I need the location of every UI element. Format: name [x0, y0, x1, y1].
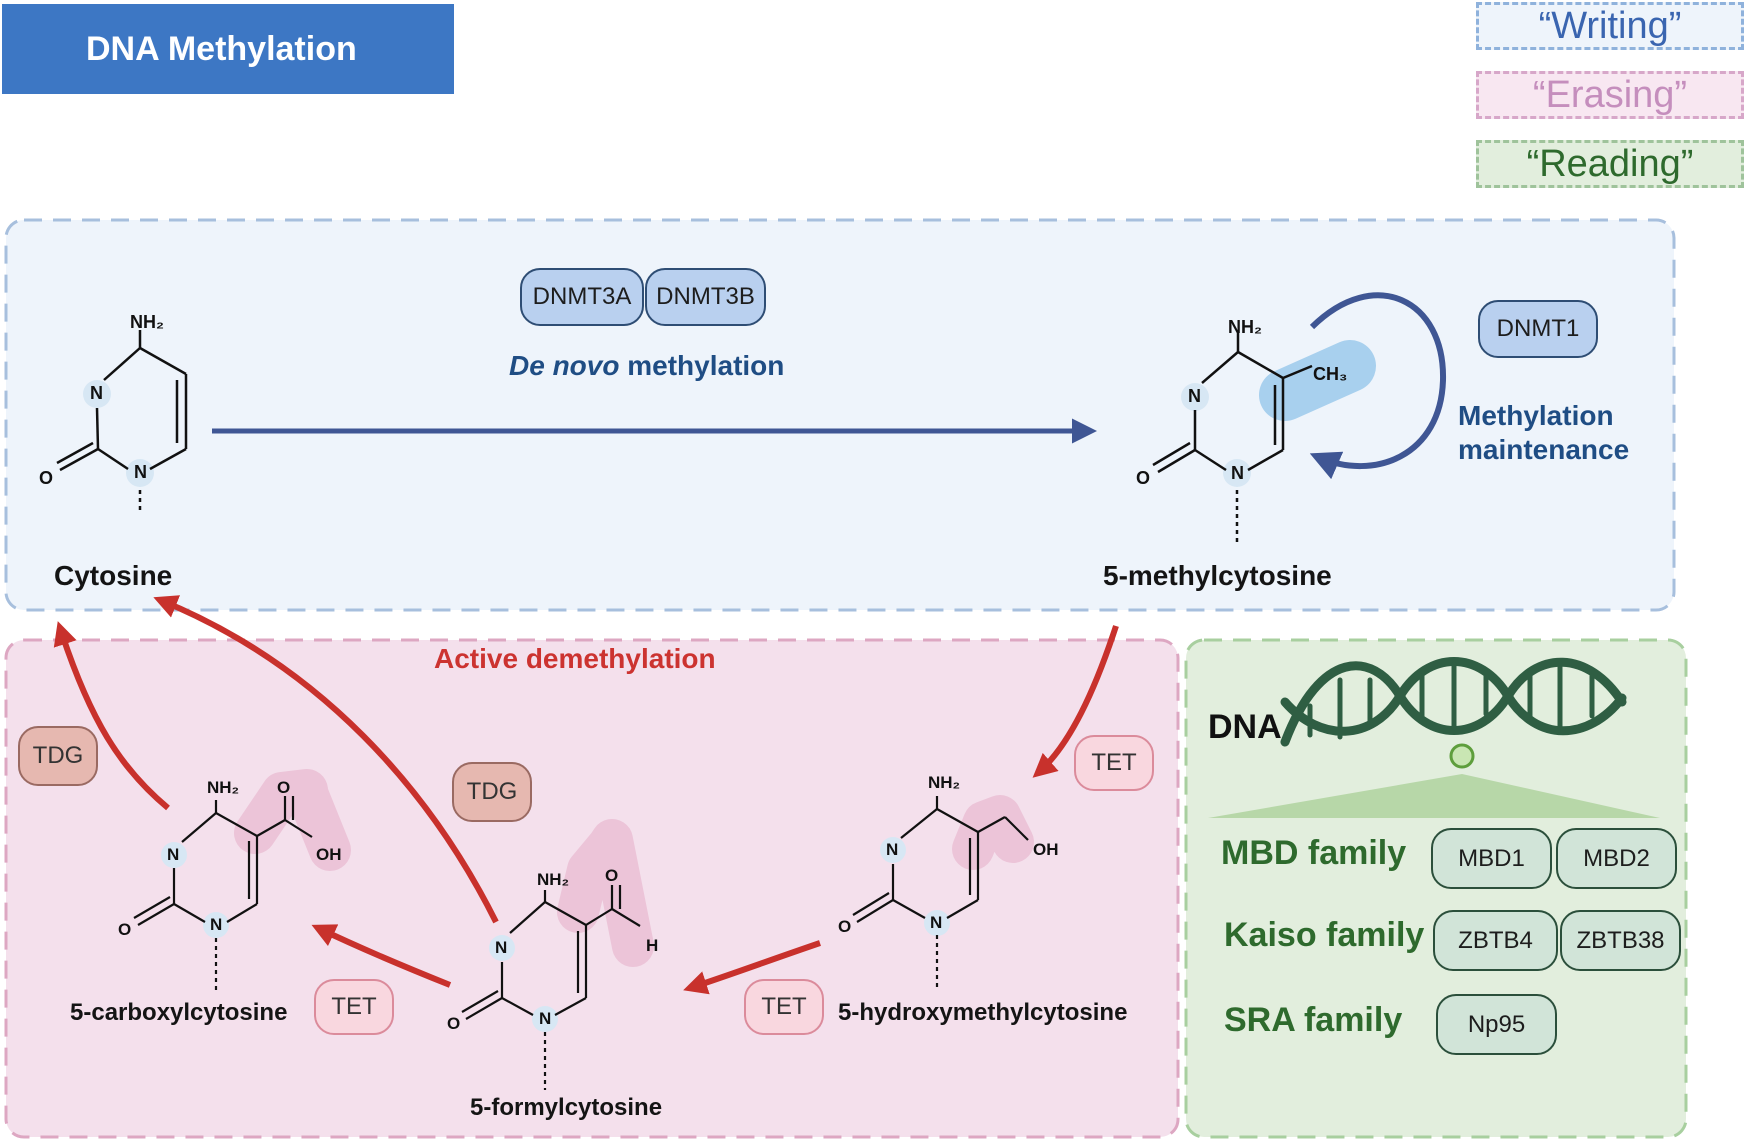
- reader-wedge: [1208, 774, 1660, 818]
- tdg-pill-2: TDG: [452, 762, 532, 822]
- enzyme-dnmt3a: DNMT3A: [520, 268, 644, 326]
- dna-helix: [1280, 657, 1627, 747]
- atom-nh2: NH₂: [1228, 317, 1262, 337]
- atom-n: N: [886, 840, 899, 859]
- writing-panel: [4, 218, 1676, 612]
- protein-mbd2: MBD2: [1556, 828, 1677, 889]
- atom-n: N: [1188, 386, 1201, 406]
- protein-mbd1: MBD1: [1431, 828, 1552, 889]
- protein-zbtb4: ZBTB4: [1433, 910, 1558, 971]
- atom-o: O: [277, 778, 291, 797]
- methyl-site-marker: [1449, 743, 1475, 769]
- atom-n: N: [495, 938, 508, 957]
- kaiso-family-label: Kaiso family: [1224, 916, 1425, 954]
- protein-np95: Np95: [1436, 994, 1557, 1055]
- maintenance-label: Methylation maintenance: [1458, 399, 1629, 467]
- atom-nh2: NH₂: [207, 778, 240, 797]
- methylcytosine-structure: [1152, 332, 1313, 545]
- atom-n: N: [167, 845, 180, 864]
- atom-n: N: [210, 915, 223, 934]
- page-title: DNA Methylation: [2, 4, 454, 94]
- atom-h: H: [646, 936, 659, 955]
- tdg-pill-1: TDG: [18, 726, 98, 786]
- atom-n: N: [539, 1009, 552, 1028]
- hydroxymethylcytosine-label: 5-hydroxymethylcytosine: [838, 999, 1128, 1026]
- mbd-family-label: MBD family: [1221, 834, 1407, 872]
- atom-o: O: [39, 468, 54, 488]
- dna-label: DNA: [1208, 708, 1282, 746]
- cytosine-structure: [56, 330, 188, 513]
- legend-writing: “Writing”: [1476, 2, 1744, 50]
- atom-o: O: [118, 920, 132, 939]
- maintenance-arrow: [1309, 292, 1447, 480]
- atom-nh2: NH₂: [537, 870, 570, 889]
- tet-pill-3: TET: [314, 979, 394, 1035]
- formylcytosine-label: 5-formylcytosine: [470, 1094, 663, 1121]
- carboxylcytosine-label: 5-carboxylcytosine: [70, 999, 288, 1026]
- legend-reading: “Reading”: [1476, 140, 1744, 188]
- de-novo-italic: De novo: [509, 350, 620, 381]
- hydroxymethylcytosine-structure: [852, 796, 1029, 990]
- maintenance-line1: Methylation: [1458, 400, 1614, 431]
- enzyme-dnmt3b: DNMT3B: [645, 268, 766, 326]
- ch3-highlight: [1259, 340, 1376, 421]
- atom-n: N: [134, 462, 147, 482]
- de-novo-rest: methylation: [627, 350, 785, 381]
- atom-nh2: NH₂: [928, 773, 961, 792]
- de-novo-label: De novo methylation: [509, 350, 784, 382]
- atom-o: O: [838, 917, 852, 936]
- atom-n: N: [930, 913, 943, 932]
- atom-n: N: [90, 383, 103, 403]
- atom-nh2: NH₂: [130, 312, 164, 332]
- tet-pill-2: TET: [744, 979, 824, 1035]
- legend-erasing: “Erasing”: [1476, 71, 1744, 119]
- atom-oh: OH: [1033, 840, 1059, 859]
- enzyme-dnmt1: DNMT1: [1478, 300, 1598, 358]
- atom-o: O: [1136, 468, 1151, 488]
- active-demethylation-label: Active demethylation: [434, 643, 716, 674]
- carboxylcytosine-structure: [133, 796, 313, 990]
- atom-oh: OH: [316, 845, 342, 864]
- atom-o: O: [447, 1014, 461, 1033]
- cytosine-label: Cytosine: [54, 560, 173, 591]
- demethylation-arrows: [53, 595, 1119, 995]
- sra-family-label: SRA family: [1224, 1001, 1403, 1039]
- formylcytosine-structure: [461, 885, 641, 1090]
- tet-pill-1: TET: [1074, 735, 1154, 791]
- protein-zbtb38: ZBTB38: [1560, 910, 1681, 971]
- maintenance-line2: maintenance: [1458, 434, 1630, 465]
- atom-ch3: CH₃: [1313, 364, 1348, 384]
- atom-n: N: [1231, 463, 1244, 483]
- atom-o: O: [605, 866, 619, 885]
- methylcytosine-label: 5-methylcytosine: [1103, 560, 1332, 591]
- reading-panel: [1184, 638, 1688, 1139]
- atom-halos: [83, 380, 1251, 1032]
